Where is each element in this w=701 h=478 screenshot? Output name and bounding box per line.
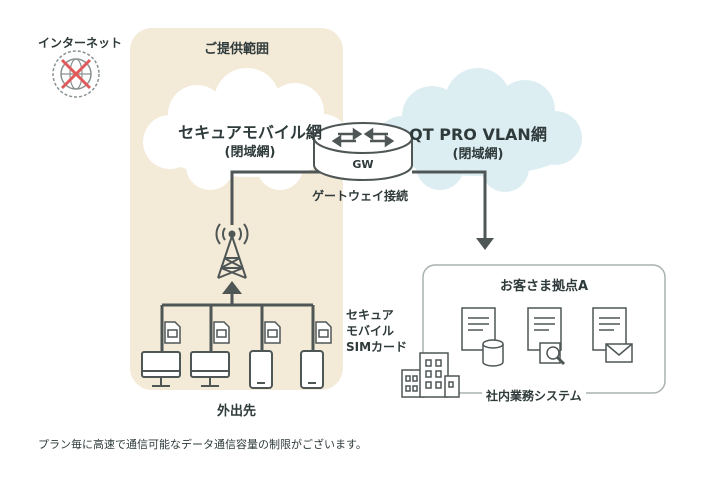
desktop-pc-icon xyxy=(141,351,181,387)
customer-site-title: お客さま拠点A xyxy=(499,279,589,294)
footnote: プラン毎に高速で通信可能なデータ通信容量の制限がございます。 xyxy=(38,438,367,451)
devices-label: 外出先 xyxy=(216,404,256,419)
sim-card-icon xyxy=(213,321,230,344)
database-server-icon xyxy=(461,307,504,367)
vlan-closed-label: (閉域網) xyxy=(452,147,504,162)
internet-label: インターネット xyxy=(38,36,123,50)
sim-card-icon xyxy=(164,321,181,344)
secure-mobile-network-label: セキュアモバイル網 xyxy=(178,123,322,142)
antenna-tower-icon xyxy=(215,223,249,279)
up-arrow-icon xyxy=(222,281,242,294)
smartphone-icon xyxy=(300,350,324,389)
mail-server-icon xyxy=(592,307,633,363)
office-building-icon xyxy=(401,352,460,398)
internal-system-label: 社内業務システム xyxy=(482,387,586,404)
vlan-network-label: QT PRO VLAN網 xyxy=(409,125,547,144)
gateway-connection-label: ゲートウェイ接続 xyxy=(312,189,409,203)
sim-label-line3: SIMカード xyxy=(346,340,408,354)
sim-label-line2: モバイル xyxy=(346,324,395,338)
sim-label-line1: セキュア xyxy=(346,308,394,322)
gateway-router-icon xyxy=(313,122,413,181)
provided-range-label: ご提供範囲 xyxy=(203,42,269,57)
secure-mobile-closed-label: (閉域網) xyxy=(224,145,276,160)
smartphone-icon xyxy=(249,350,273,389)
sim-label: セキュア モバイル SIMカード xyxy=(346,307,407,355)
blocked-globe-icon xyxy=(52,50,100,98)
sim-card-icon xyxy=(315,321,332,344)
down-arrow-icon xyxy=(476,238,494,250)
gateway-short-label: GW xyxy=(352,158,374,171)
desktop-pc-icon xyxy=(190,351,230,387)
search-server-icon xyxy=(527,307,566,366)
sim-card-icon xyxy=(264,321,281,344)
